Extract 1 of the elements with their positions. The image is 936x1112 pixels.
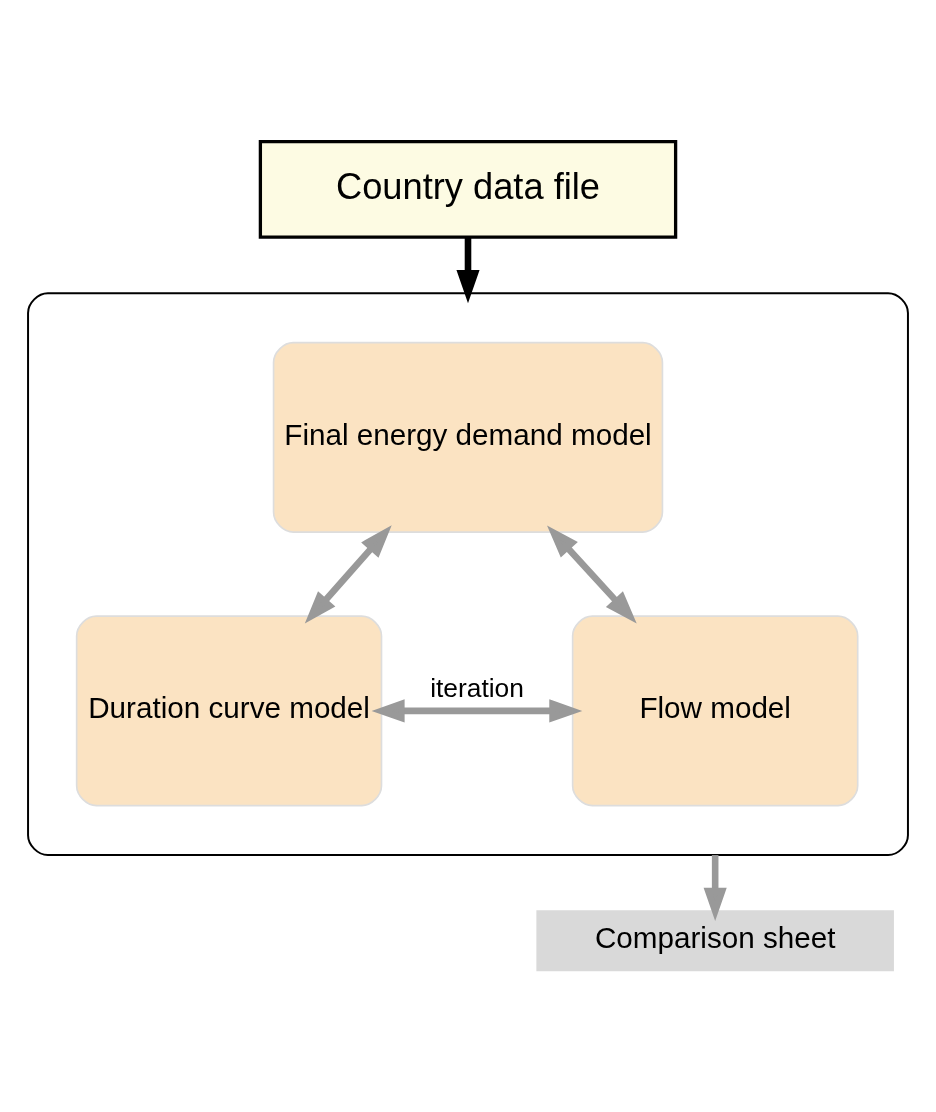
edge-label: iteration <box>430 673 524 704</box>
